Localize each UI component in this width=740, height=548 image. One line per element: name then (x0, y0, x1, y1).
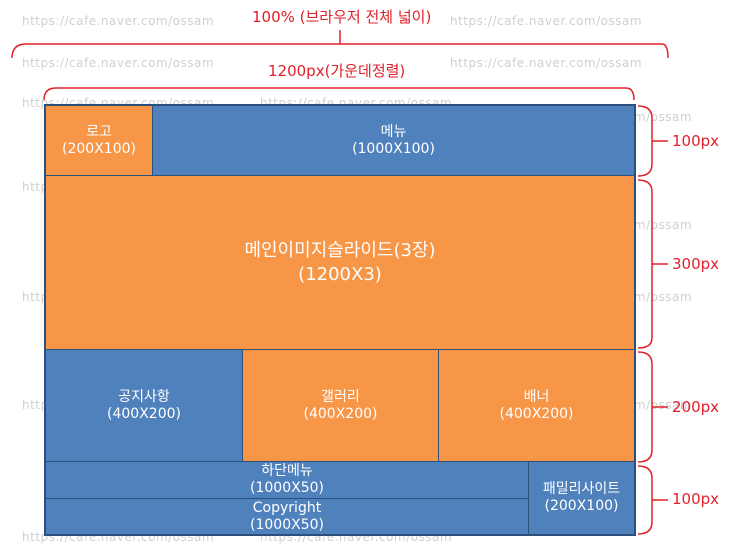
copyright-block: Copyright (1000X50) (45, 498, 529, 535)
family-site-size: (200X100) (544, 498, 619, 514)
copyright-name: Copyright (252, 499, 322, 516)
footer-menu-name: 하단메뉴 (261, 463, 313, 479)
slider-size: (1200X3) (298, 263, 382, 285)
menu-name: 메뉴 (380, 123, 407, 140)
notice-size: (400X200) (107, 405, 181, 422)
footer-menu-block: 하단메뉴 (1000X50) (45, 461, 529, 499)
watermark: https://cafe.naver.com/ossam (450, 14, 643, 28)
family-site-name: 패밀리사이트 (542, 481, 621, 497)
gallery-name: 갤러리 (321, 388, 360, 405)
banner-block: 배너 (400X200) (438, 349, 635, 462)
slider-name: 메인이미지슬라이드(3장) (244, 239, 436, 261)
watermark: https://cafe.naver.com/ossam (450, 56, 643, 70)
copyright-size: (1000X50) (250, 516, 324, 533)
notice-block: 공지사항 (400X200) (45, 349, 243, 462)
row-height-label-2: 300px (672, 255, 720, 273)
family-site-block: 패밀리사이트 (200X100) (528, 461, 635, 535)
menu-size: (1000X100) (352, 140, 435, 157)
logo-block: 로고 (200X100) (45, 105, 153, 176)
row-height-label-4: 100px (672, 490, 720, 508)
slider-block: 메인이미지슬라이드(3장) (1200X3) (45, 175, 635, 350)
row-height-label-1: 100px (672, 132, 720, 150)
gallery-size: (400X200) (303, 405, 378, 422)
gallery-block: 갤러리 (400X200) (242, 349, 439, 462)
center-width-label: 1200px(가운데정렬) (268, 62, 406, 80)
row-height-label-3: 200px (672, 398, 720, 416)
logo-size: (200X100) (62, 140, 136, 157)
banner-size: (400X200) (499, 405, 574, 422)
logo-name: 로고 (86, 123, 112, 140)
banner-name: 배너 (523, 388, 550, 405)
full-width-label: 100% (브라우저 전체 넓이) (252, 8, 432, 26)
menu-block: 메뉴 (1000X100) (152, 105, 635, 176)
watermark: https://cafe.naver.com/ossam (22, 14, 215, 28)
watermark: https://cafe.naver.com/ossam (22, 56, 215, 70)
notice-name: 공지사항 (118, 388, 170, 405)
footer-menu-size: (1000X50) (250, 480, 324, 496)
